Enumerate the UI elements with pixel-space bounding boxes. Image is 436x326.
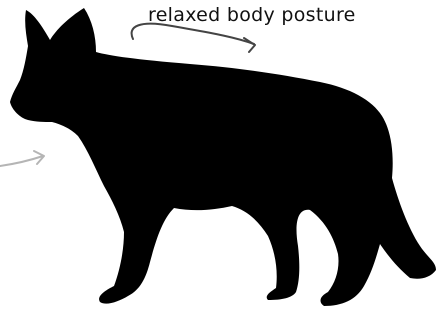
annotation-label: relaxed body posture: [148, 4, 356, 26]
dog-silhouette: [10, 8, 436, 306]
posture-arrow-head-icon: [244, 38, 255, 52]
posture-arrow-icon: [132, 24, 254, 44]
